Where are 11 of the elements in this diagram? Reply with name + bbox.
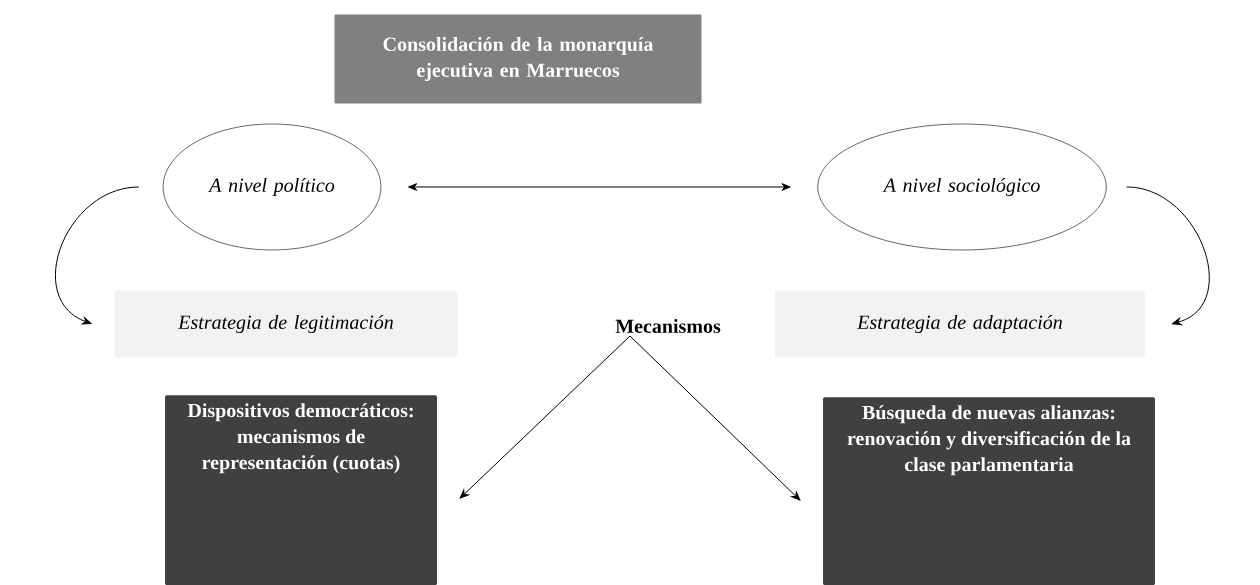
strategy-box: Estrategia de legitimación <box>114 290 458 358</box>
strategy-box: Estrategia de adaptación <box>775 290 1145 358</box>
arrow <box>54 186 140 325</box>
heading-text: Mecanismos <box>615 318 721 333</box>
arrow <box>1126 186 1210 326</box>
arrow <box>459 335 631 499</box>
mechanism-box: Dispositivos democráticos: mecanismos de representación (cuotas) <box>165 395 437 585</box>
arrow <box>408 183 791 191</box>
arrow <box>629 335 801 501</box>
mechanism-box: Búsqueda de nuevas alianzas: renovación y diversificación de la clase parlamentaria <box>823 397 1155 585</box>
heading-box: Consolidación de la monarquía ejecutiva en Marruecos <box>334 14 702 104</box>
